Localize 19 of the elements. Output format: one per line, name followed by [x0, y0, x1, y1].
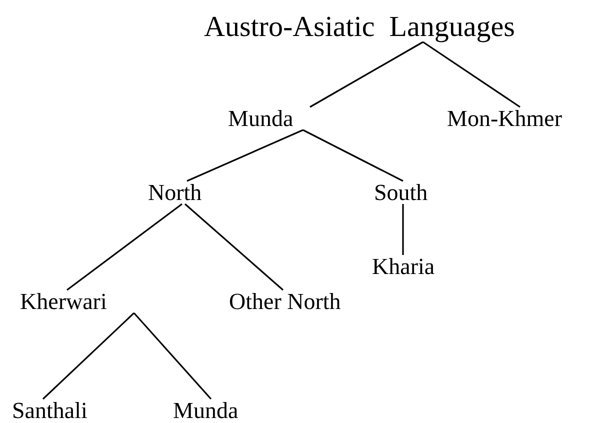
tree-node-label: South [374, 181, 428, 204]
tree-branch-line [402, 204, 404, 255]
tree-node-label: Munda [228, 107, 294, 130]
tree-branch-line [302, 129, 404, 182]
tree-node-label: North [148, 181, 202, 204]
tree-node-label: Munda [173, 399, 238, 422]
tree-branch-line [133, 312, 212, 400]
tree-branch-line [184, 203, 284, 291]
tree-branch-line [42, 312, 135, 400]
tree-node-label: Mon-Khmer [447, 107, 562, 130]
tree-node-label: Kherwari [20, 290, 107, 313]
tree-branch-line [66, 203, 182, 291]
tree-node-label: Kharia [372, 255, 435, 278]
tree-branch-line [310, 41, 424, 108]
tree-branch-line [422, 41, 520, 108]
tree-branch-line [186, 129, 304, 182]
tree-node-label: Austro-Asiatic Languages [204, 13, 515, 42]
tree-node-label: Santhali [12, 399, 88, 422]
tree-node-label: Other North [229, 290, 341, 313]
